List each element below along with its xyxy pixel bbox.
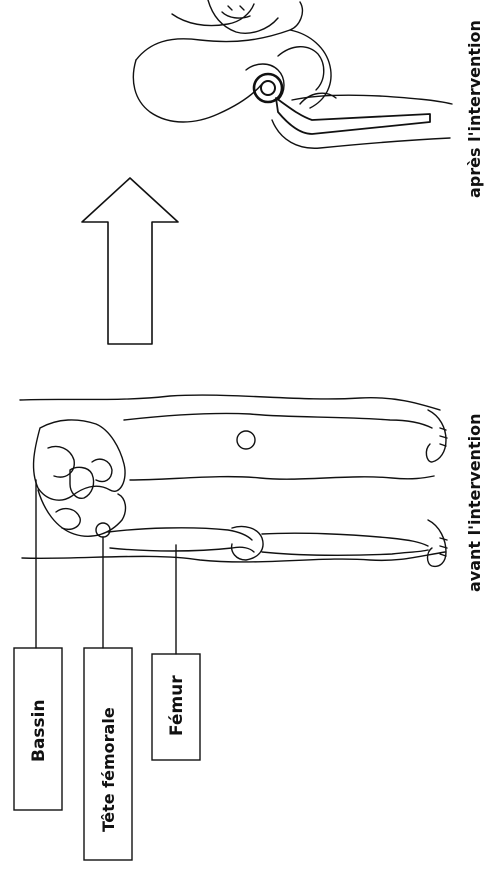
bassin-label: Bassin [29, 699, 49, 762]
knee-cap [237, 431, 255, 449]
femur-after-top [292, 95, 452, 104]
foot-bottom [428, 520, 447, 566]
pelvis-obturator [92, 459, 112, 481]
pelvis-shape [34, 420, 126, 500]
fibula-bone [262, 550, 428, 555]
pelvis-after-wing [133, 60, 262, 122]
pelvis-lower-after [278, 47, 324, 90]
leg-outline-upper [124, 413, 432, 428]
prosthesis-stem [276, 98, 430, 134]
pelvis-sacrum [70, 467, 94, 498]
femur-label: Fémur [167, 675, 187, 736]
caption-avant: avant l'intervention [465, 414, 484, 592]
prosthesis-head [261, 81, 275, 95]
leg-outline-mid [130, 476, 434, 480]
pelvis-lower-wing [38, 490, 125, 536]
tibia-bone [262, 533, 428, 546]
tete-femorale-label: Tête fémorale [99, 707, 118, 832]
foot-top [426, 410, 446, 462]
up-arrow-icon [82, 178, 178, 344]
body-outline [20, 395, 440, 410]
femur-after [272, 120, 450, 148]
pelvis-after [136, 2, 302, 60]
caption-apres: après l'intervention [465, 20, 484, 198]
body-before-illustration [20, 395, 447, 654]
pelvis-after-top [208, 0, 278, 33]
femoral-head-shape [96, 523, 110, 537]
femur-bone [108, 528, 252, 540]
hip-after-illustration [133, 0, 452, 148]
